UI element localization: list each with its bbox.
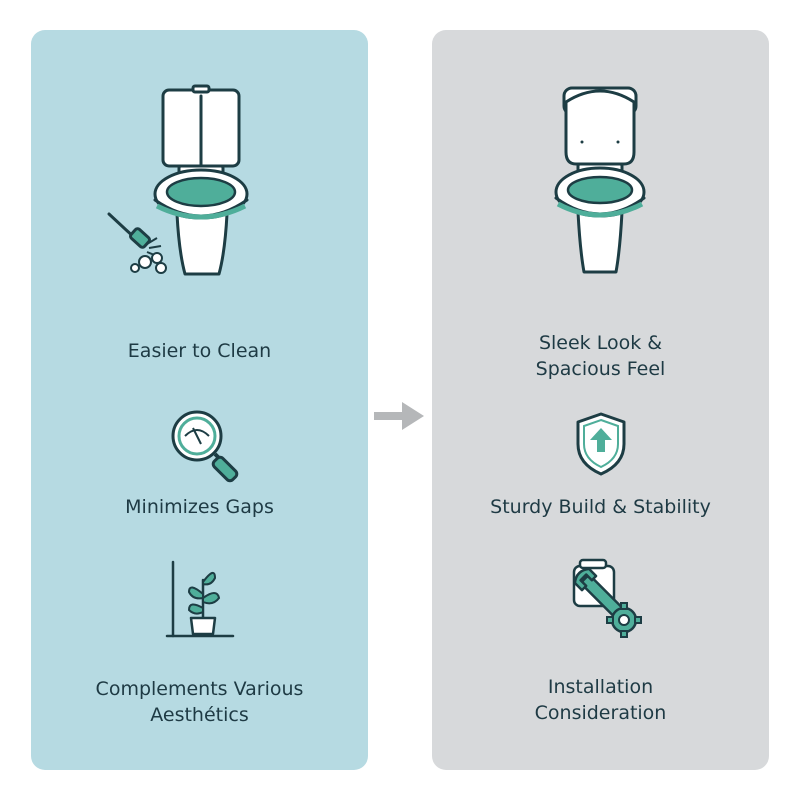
item-label: Installation Consideration bbox=[534, 676, 667, 724]
item-label: Minimizes Gaps bbox=[125, 496, 274, 518]
item-label: Complements Various Aesthétics bbox=[95, 678, 304, 726]
item-label: Easier to Clean bbox=[127, 340, 272, 362]
left-panel: Easier to Clean Minimizes Gaps bbox=[31, 30, 368, 770]
right-panel: Sleek Look & Spacious Feel Sturdy Build … bbox=[432, 30, 769, 770]
toilet-wrench-gear-icon bbox=[572, 558, 642, 638]
toilet-with-brush-icon bbox=[107, 84, 249, 276]
arrow-right-icon bbox=[374, 402, 424, 430]
magnifier-icon bbox=[171, 410, 239, 483]
item-label: Sturdy Build & Stability bbox=[490, 496, 711, 518]
toilet-icon bbox=[554, 86, 646, 274]
potted-plant-icon bbox=[165, 560, 235, 638]
item-label: Sleek Look & Spacious Feel bbox=[535, 332, 666, 380]
shield-arrow-icon bbox=[576, 412, 626, 476]
